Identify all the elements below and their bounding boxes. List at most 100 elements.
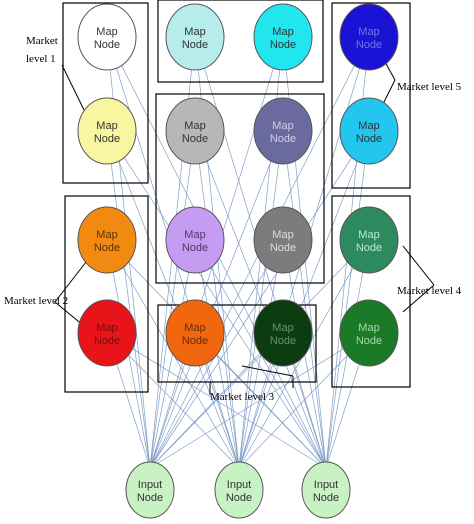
input-node-in2-circle xyxy=(214,461,264,519)
top-center-box xyxy=(157,0,324,83)
connection-line xyxy=(194,130,327,469)
market-level-2-label: Market level 2 xyxy=(4,295,68,307)
input-node-in2-label-line2: Node xyxy=(226,492,252,504)
connection-line xyxy=(106,130,240,469)
map-node-r4c3-label-line2: Node xyxy=(270,335,296,347)
pointer-level-4-up xyxy=(402,245,435,286)
market-level-5-box xyxy=(331,2,411,189)
map-node-r2c1-label-line1: Map xyxy=(96,120,117,132)
market-level-boxes xyxy=(62,0,411,393)
map-node-r4c2-circle xyxy=(165,299,225,367)
map-node-r2c2-label-line2: Node xyxy=(182,133,208,145)
pointer-level-3-left xyxy=(209,381,216,395)
label-pointers xyxy=(54,50,435,395)
market-level-3-box xyxy=(157,304,317,383)
connection-line xyxy=(325,130,370,469)
map-node-r3c1-label-line1: Map xyxy=(96,229,117,241)
input-node-in1-circle xyxy=(125,461,175,519)
map-node-r2c4-circle xyxy=(339,97,399,165)
map-node-r3c4-label-line1: Map xyxy=(358,229,379,241)
input-node-in3-label-line2: Node xyxy=(313,492,339,504)
map-node-r2c2-circle xyxy=(165,97,225,165)
market-labels: Market level 1 Market level 5 Market lev… xyxy=(4,35,462,403)
map-node-r1c2-circle xyxy=(165,3,225,71)
connection-line xyxy=(106,130,151,469)
map-node-r4c4-circle xyxy=(339,299,399,367)
map-node-r3c3-label-line2: Node xyxy=(270,242,296,254)
map-node-r1c2-label-line2: Node xyxy=(182,39,208,51)
map-node-r2c3-circle xyxy=(253,97,313,165)
connection-line xyxy=(238,130,370,469)
input-node-in1-label-line1: Input xyxy=(138,479,162,491)
map-node-r3c2-label-line2: Node xyxy=(182,242,208,254)
market-level-2-box xyxy=(64,195,149,393)
map-node-r1c1-label-line2: Node xyxy=(94,39,120,51)
map-node-r3c2-label-line1: Map xyxy=(184,229,205,241)
map-node-r1c2-label-line1: Map xyxy=(184,26,205,38)
map-node-r3c4-circle xyxy=(339,206,399,274)
input-node-in3-circle xyxy=(301,461,351,519)
map-node-r4c1-label-line2: Node xyxy=(94,335,120,347)
map-node-r1c3-circle xyxy=(253,3,313,71)
map-node-r2c4-label-line2: Node xyxy=(356,133,382,145)
map-node-r4c2-label-line2: Node xyxy=(182,335,208,347)
connection-line xyxy=(238,130,284,469)
map-node-r4c1-label-line1: Map xyxy=(96,322,117,334)
connection-line xyxy=(149,130,370,469)
map-node-r1c1-circle xyxy=(77,3,137,71)
map-node-r2c2-label-line1: Map xyxy=(184,120,205,132)
map-node-r4c4-label-line1: Map xyxy=(358,322,379,334)
map-node-r1c4-label-line2: Node xyxy=(356,39,382,51)
map-node-r4c3-circle xyxy=(253,299,313,367)
connection-line xyxy=(106,130,327,469)
map-node-r1c4-label-line1: Map xyxy=(358,26,379,38)
map-node-r2c4-label-line1: Map xyxy=(358,120,379,132)
market-level-5-label: Market level 5 xyxy=(397,81,462,93)
connection-line xyxy=(282,130,327,469)
market-level-3-label: Market level 3 xyxy=(210,391,275,403)
map-node-r3c3-label-line1: Map xyxy=(272,229,293,241)
connection-line xyxy=(194,130,240,469)
pointer-level-1 xyxy=(61,64,85,111)
market-level-4-box xyxy=(331,195,411,388)
map-node-r4c2-label-line1: Map xyxy=(184,322,205,334)
pointer-level-2-up xyxy=(54,261,87,303)
map-node-r1c1-label-line1: Map xyxy=(96,26,117,38)
market-level-1-label-line1: Market xyxy=(26,35,58,47)
market-level-1-label-line2: level 1 xyxy=(26,53,56,65)
map-node-r3c1-label-line2: Node xyxy=(94,242,120,254)
map-node-r1c4-circle xyxy=(339,3,399,71)
map-node-r3c2-circle xyxy=(165,206,225,274)
map-node-r2c3-label-line2: Node xyxy=(270,133,296,145)
map-node-r3c3-circle xyxy=(253,206,313,274)
pointer-level-3-right xyxy=(241,365,294,377)
center-block-box xyxy=(155,93,325,284)
connection-line xyxy=(106,332,240,469)
map-node-r4c3-label-line1: Map xyxy=(272,322,293,334)
connection-lines xyxy=(106,36,370,469)
connection-line xyxy=(149,130,196,469)
map-node-r1c3-label-line2: Node xyxy=(270,39,296,51)
network-nodes: MapNodeMapNodeMapNodeMapNodeMapNodeMapNo… xyxy=(77,3,399,519)
connection-line xyxy=(106,332,327,469)
map-node-r2c1-label-line2: Node xyxy=(94,133,120,145)
